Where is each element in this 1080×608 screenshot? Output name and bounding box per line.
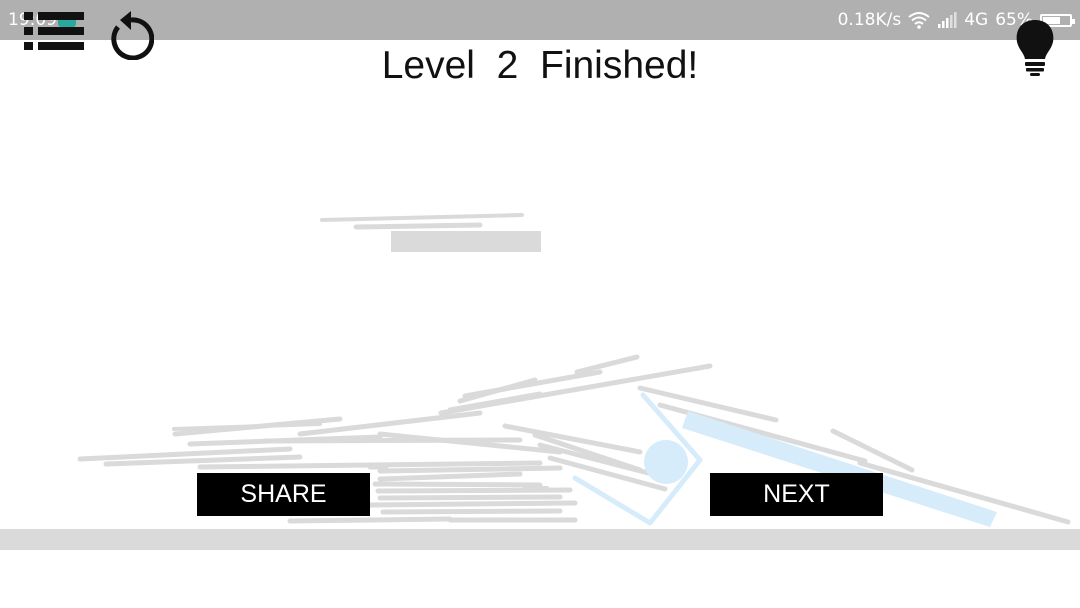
wifi-icon xyxy=(908,12,930,29)
battery-fill xyxy=(1043,16,1060,24)
level-finished-title: Level 2 Finished! xyxy=(381,44,699,87)
ball xyxy=(644,440,688,484)
ice-block xyxy=(682,411,997,527)
menu-list-icon[interactable] xyxy=(24,12,84,60)
battery-icon xyxy=(1040,13,1075,27)
network-speed: 0.18K/s xyxy=(837,10,902,30)
goal-cup xyxy=(572,392,703,526)
battery-tip xyxy=(1072,18,1075,24)
floating-platform xyxy=(320,213,541,252)
restart-icon[interactable] xyxy=(104,10,154,60)
lightbulb-icon[interactable] xyxy=(1012,18,1058,76)
share-button[interactable]: SHARE xyxy=(197,473,370,516)
ground xyxy=(0,529,1080,550)
drawn-lines xyxy=(77,354,1071,525)
next-button[interactable]: NEXT xyxy=(710,473,883,516)
signal-icon xyxy=(938,12,957,28)
network-type: 4G xyxy=(964,10,989,30)
